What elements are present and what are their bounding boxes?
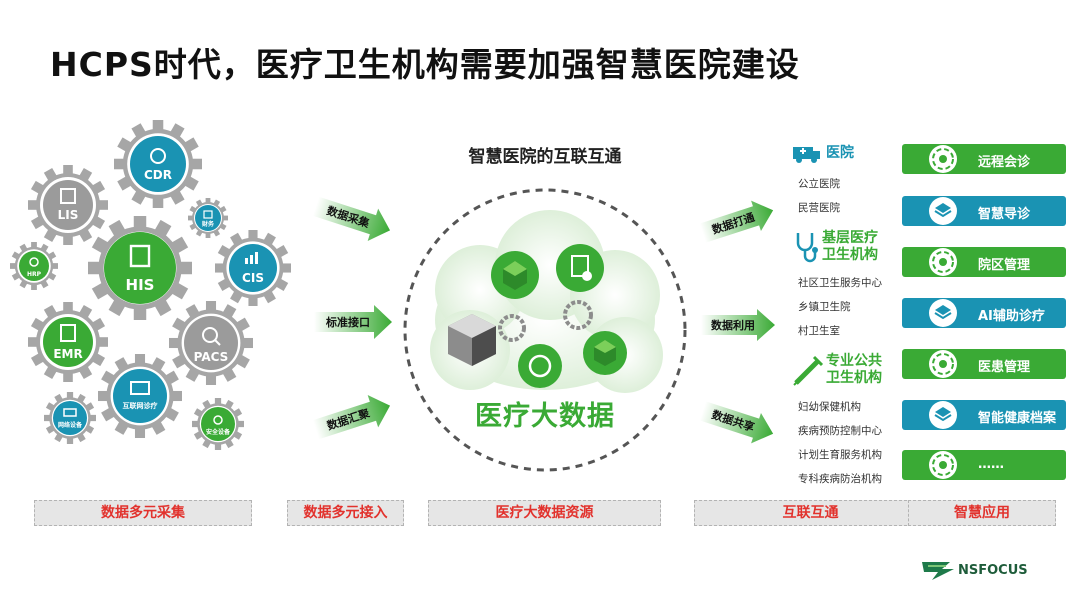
right-arrows: 数据打通 数据利用 数据共享 (699, 200, 775, 444)
gear-emr: EMR (28, 302, 108, 382)
gear-emr-label: EMR (53, 347, 82, 361)
gear-security-device-label: 安全设备 (206, 428, 231, 436)
svg-text:标准接口: 标准接口 (325, 315, 370, 329)
gear-pacs: PACS (169, 301, 253, 385)
wallet-icon (203, 210, 213, 219)
gear-lis: LIS (28, 165, 108, 245)
ambulance-icon (793, 147, 820, 163)
app-patient-management[interactable]: 医患管理 (902, 349, 1066, 379)
app-smart-guide[interactable]: 智慧导诊 (902, 196, 1066, 226)
arrow-share: 数据共享 (699, 401, 774, 444)
page-title: HCPS时代，医疗卫生机构需要加强智慧医院建设 (50, 45, 800, 84)
target-icon (929, 451, 957, 479)
layers-icon (929, 401, 957, 429)
target-icon (929, 248, 957, 276)
clipboard-check-icon (556, 244, 604, 292)
layers-icon (929, 299, 957, 327)
app-health-records[interactable]: 智能健康档案 (902, 400, 1066, 430)
gear-cluster: CDR LIS 财务 HIS HRP CIS (10, 120, 291, 450)
stage-label-application: 智慧应用 (908, 500, 1056, 526)
gear-his-label: HIS (126, 276, 155, 294)
id-card-icon (60, 188, 76, 204)
item-family-planning: 计划生育服务机构 (798, 449, 882, 461)
green-cube-icon (583, 331, 627, 375)
item-township-hospital: 乡镇卫生院 (798, 301, 851, 313)
category-primary-title-2: 卫生机构 (822, 247, 878, 263)
laptop-icon (63, 408, 77, 417)
svg-text:数据利用: 数据利用 (711, 318, 755, 332)
gear-cdr: CDR (114, 120, 202, 208)
item-specialty-prevention: 专科疾病防治机构 (798, 473, 882, 485)
clipboard-icon (129, 244, 151, 268)
center-title: 智慧医院的互联互通 (468, 147, 622, 167)
app-more[interactable]: …… (902, 450, 1066, 480)
category-public-health-title-1: 专业公共 (826, 353, 882, 369)
app-ai-diagnosis[interactable]: AI辅助诊疗 (902, 298, 1066, 328)
gear-finance: 财务 (188, 198, 228, 238)
stage-label-collection: 数据多元采集 (34, 500, 252, 526)
layers-icon (929, 197, 957, 225)
briefcase-gear-icon (563, 300, 593, 330)
gear-finance-label: 财务 (201, 220, 215, 228)
gear-pacs-label: PACS (194, 350, 229, 364)
arrow-connect: 数据打通 (699, 200, 774, 243)
arrow-aggregate: 数据汇聚 (312, 395, 391, 440)
item-community-center: 社区卫生服务中心 (798, 277, 882, 289)
stage-label-resources: 医疗大数据资源 (428, 500, 661, 526)
arrow-collect: 数据采集 (312, 196, 391, 241)
left-arrows: 数据采集 标准接口 数据汇聚 (312, 196, 392, 440)
category-primary-title-1: 基层医疗 (822, 230, 878, 246)
category-hospital-title: 医院 (826, 145, 854, 161)
gear-network-device-label: 网络设备 (58, 421, 83, 429)
gear-internet-diag-label: 互联网诊疗 (123, 401, 158, 410)
gear-security-device: 安全设备 (192, 398, 244, 450)
gear-cdr-label: CDR (144, 168, 172, 182)
item-cdc: 疾病预防控制中心 (798, 425, 882, 437)
bigdata-label: 医疗大数据 (475, 400, 615, 432)
arrow-utilize: 数据利用 (701, 309, 775, 341)
gray-cube-icon (448, 314, 496, 366)
gear-cis-label: CIS (242, 271, 264, 285)
cube-icon (491, 251, 539, 299)
trend-gear-icon (498, 314, 526, 342)
gear-cis: CIS (215, 230, 291, 306)
cog-icon (213, 415, 223, 425)
gear-hrp: HRP (10, 242, 58, 290)
stage-label-access: 数据多元接入 (287, 500, 404, 526)
syringe-icon (793, 355, 824, 386)
document-icon (60, 324, 76, 342)
item-private-hospital: 民营医院 (798, 202, 840, 214)
target-icon (929, 145, 957, 173)
item-village-clinic: 村卫生室 (798, 325, 840, 337)
gear-network-device: 网络设备 (44, 392, 96, 444)
gear-internet-diag: 互联网诊疗 (98, 354, 182, 438)
target-icon (929, 350, 957, 378)
item-public-hospital: 公立医院 (798, 178, 840, 190)
magnifier-icon (29, 257, 39, 267)
gear-lis-label: LIS (58, 208, 79, 222)
app-remote-consultation[interactable]: 远程会诊 (902, 144, 1066, 174)
category-public-health-title-2: 卫生机构 (826, 370, 882, 386)
search-icon (202, 327, 218, 343)
pie-chart-icon (518, 344, 562, 388)
monitor-icon (130, 381, 150, 395)
stage-label-interconnect: 互联互通 (694, 500, 927, 526)
gear-hrp-label: HRP (27, 271, 42, 278)
lightbulb-icon (150, 148, 166, 164)
app-campus-management[interactable]: 院区管理 (902, 247, 1066, 277)
stethoscope-icon (796, 233, 818, 263)
svg-text:NSFOCUS: NSFOCUS (958, 563, 1028, 578)
bar-chart-icon (245, 252, 258, 264)
nsfocus-logo: NSFOCUS (920, 556, 1060, 586)
item-maternal-child: 妇幼保健机构 (798, 401, 861, 413)
bigdata-circle: 医疗大数据 (403, 188, 687, 472)
arrow-interface: 标准接口 (314, 305, 392, 339)
gear-his: HIS (88, 216, 192, 320)
